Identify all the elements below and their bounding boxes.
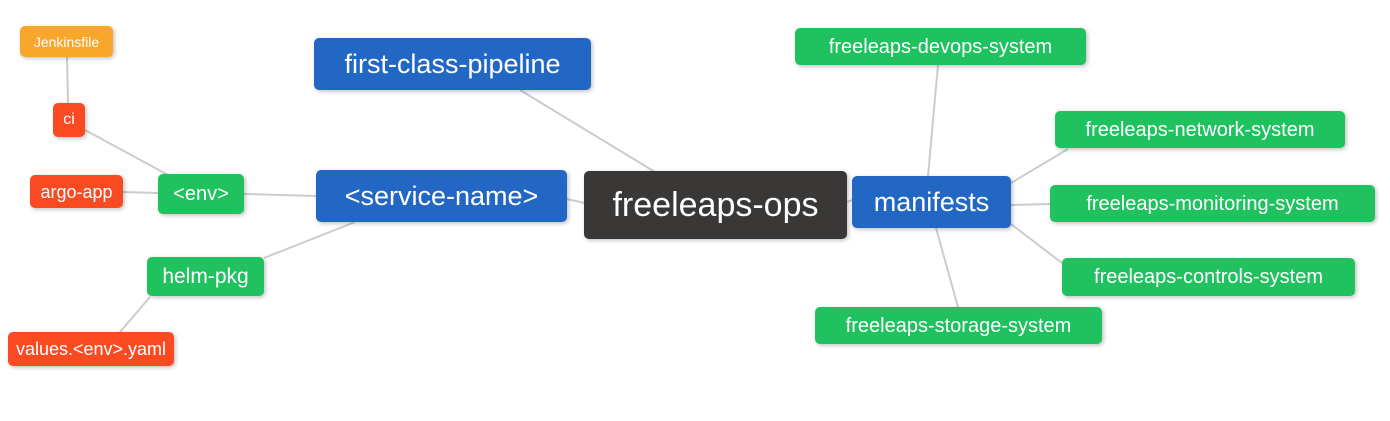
node-freeleaps-network-system[interactable]: freeleaps-network-system bbox=[1055, 111, 1345, 148]
edge-argo-app-to-env bbox=[122, 191, 159, 194]
node-argo-app[interactable]: argo-app bbox=[30, 175, 123, 208]
node-freeleaps-monitoring-system[interactable]: freeleaps-monitoring-system bbox=[1050, 185, 1375, 222]
node-helm-pkg[interactable]: helm-pkg bbox=[147, 257, 264, 296]
edge-values-env-yaml-to-helm-pkg bbox=[119, 296, 151, 333]
node-jenkinsfile[interactable]: Jenkinsfile bbox=[20, 26, 113, 57]
edge-first-class-pipeline-to-freeleaps-ops bbox=[519, 89, 656, 173]
edge-service-name-to-freeleaps-ops bbox=[566, 198, 585, 204]
node-freeleaps-controls-system[interactable]: freeleaps-controls-system bbox=[1062, 258, 1355, 296]
node-freeleaps-devops-system[interactable]: freeleaps-devops-system bbox=[795, 28, 1086, 65]
edge-manifests-to-freeleaps-storage-system bbox=[935, 227, 959, 308]
edge-helm-pkg-to-service-name bbox=[263, 221, 356, 259]
edge-jenkinsfile-to-ci bbox=[66, 56, 69, 104]
node-first-class-pipeline[interactable]: first-class-pipeline bbox=[314, 38, 591, 90]
node-ci[interactable]: ci bbox=[53, 103, 85, 137]
node-service-name[interactable]: <service-name> bbox=[316, 170, 567, 222]
node-manifests[interactable]: manifests bbox=[852, 176, 1011, 228]
node-freeleaps-ops[interactable]: freeleaps-ops bbox=[584, 171, 847, 239]
edge-ci-to-env bbox=[84, 129, 171, 177]
node-env[interactable]: <env> bbox=[158, 174, 244, 214]
edge-manifests-to-freeleaps-monitoring-system bbox=[1010, 203, 1051, 206]
node-freeleaps-storage-system[interactable]: freeleaps-storage-system bbox=[815, 307, 1102, 344]
node-values-env-yaml[interactable]: values.<env>.yaml bbox=[8, 332, 174, 366]
edge-freeleaps-ops-to-manifests bbox=[846, 199, 853, 203]
edge-manifests-to-freeleaps-controls-system bbox=[1010, 223, 1063, 264]
edge-manifests-to-freeleaps-devops-system bbox=[927, 64, 939, 177]
edge-manifests-to-freeleaps-network-system bbox=[1010, 148, 1069, 184]
edge-env-to-service-name bbox=[243, 193, 317, 197]
